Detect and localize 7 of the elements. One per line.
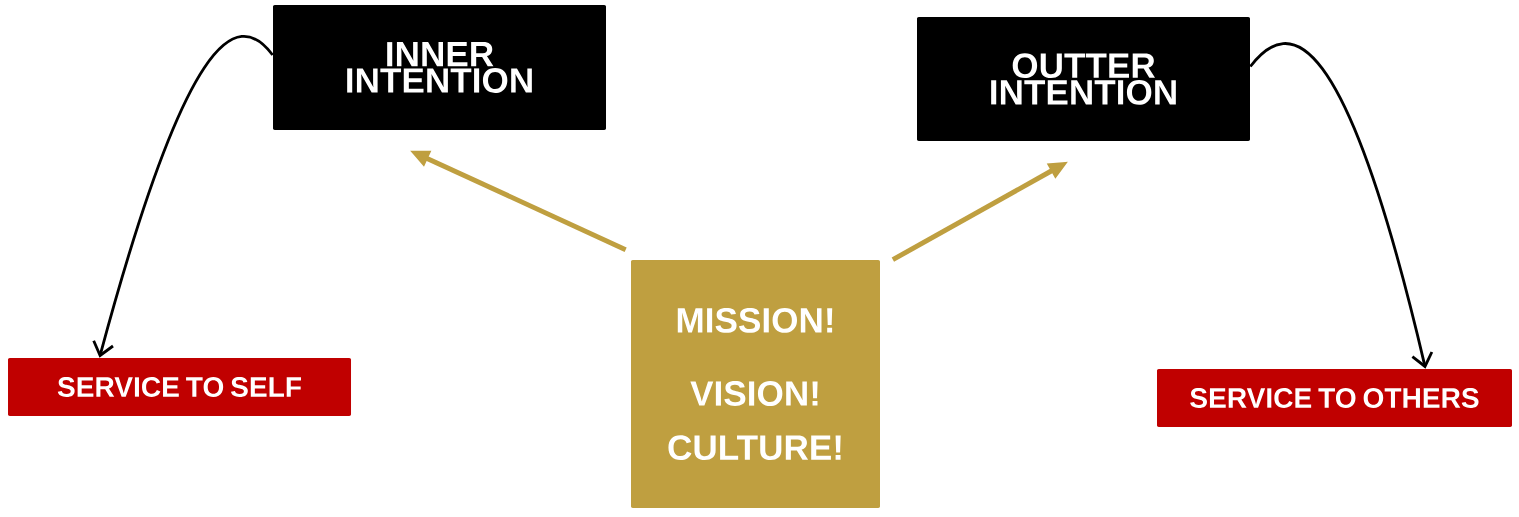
service-box: SERVICE TO SELF [8, 358, 351, 416]
intention-box: OUTTER INTENTION [917, 17, 1250, 141]
statement-box: MISSION! VISION! CULTURE! [631, 260, 880, 508]
arrow [92, 35, 274, 358]
intention-box: INNER INTENTION [273, 5, 606, 130]
service-box: SERVICE TO OTHERS [1157, 369, 1512, 427]
arrow [1249, 42, 1434, 369]
